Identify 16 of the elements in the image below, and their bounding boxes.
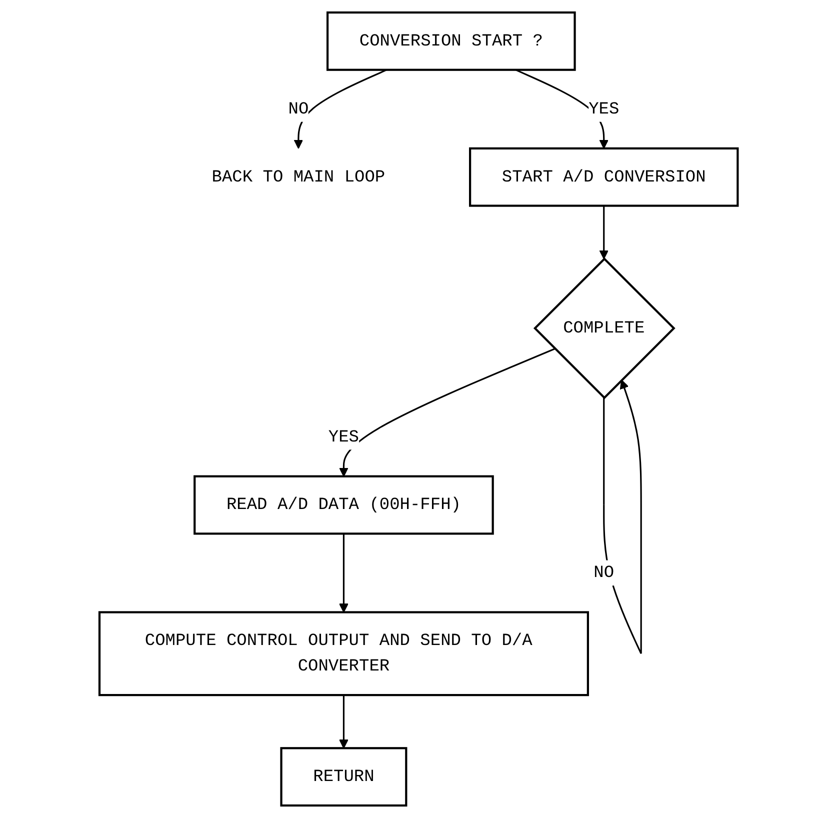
node-text: BACK TO MAIN LOOP [212, 168, 386, 187]
edge-label: NO [288, 100, 310, 119]
node-box: COMPUTE CONTROL OUTPUT AND SEND TO D/A CONVERTER [98, 611, 590, 696]
arrow [294, 69, 388, 149]
node-box: START A/D CONVERSION [469, 147, 740, 207]
edge-label: YES [588, 100, 620, 119]
node-box: CONVERSION START ? [326, 11, 576, 71]
arrow [600, 206, 609, 260]
node-diamond: COMPLETE [534, 257, 676, 400]
edge-label: YES [328, 427, 360, 447]
node-box: READ A/D DATA (00H-FFH) [194, 475, 494, 535]
arrow [339, 534, 349, 613]
arrow [339, 695, 349, 749]
node-box: RETURN [280, 747, 408, 807]
edge-label: NO [594, 563, 614, 583]
arrow [339, 348, 556, 477]
